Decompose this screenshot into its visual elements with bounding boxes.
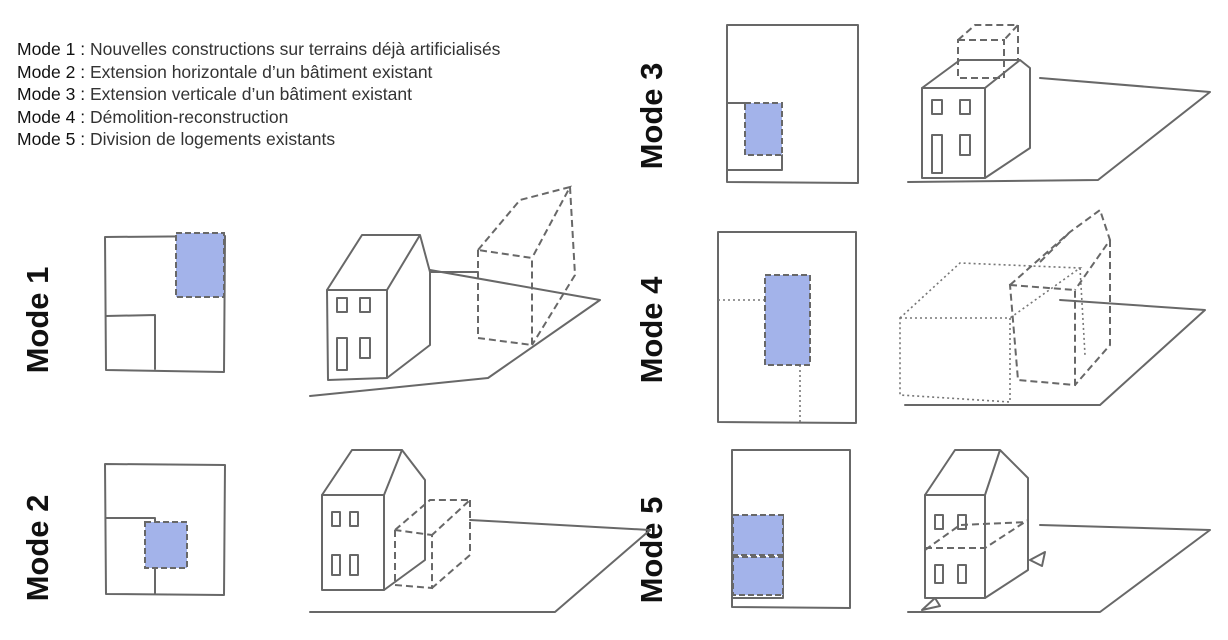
legend: Mode 1 : Nouvelles constructions sur ter… [17, 38, 500, 151]
legend-item-4: Mode 4 : Démolition-reconstruction [17, 106, 289, 127]
mode-1-plan [104, 232, 226, 373]
mode-5-perspective [907, 449, 1211, 613]
mode-1-perspective [309, 185, 601, 397]
mode-5-plan [731, 449, 851, 609]
mode-4-plan [717, 231, 857, 424]
mode-2-perspective [309, 449, 651, 613]
mode-3-plan [726, 24, 859, 184]
mode-3-perspective [907, 24, 1211, 183]
legend-item-2: Mode 2 : Extension horizontale d’un bâti… [17, 61, 433, 82]
legend-item-3: Mode 3 : Extension verticale d’un bâtime… [17, 84, 412, 104]
legend-item-1: Mode 1 : Nouvelles constructions sur ter… [17, 39, 501, 59]
mode-2-plan [104, 463, 226, 596]
legend-item-5: Mode 5 : Division de logements existants [17, 129, 336, 149]
mode-4-perspective [899, 208, 1206, 406]
